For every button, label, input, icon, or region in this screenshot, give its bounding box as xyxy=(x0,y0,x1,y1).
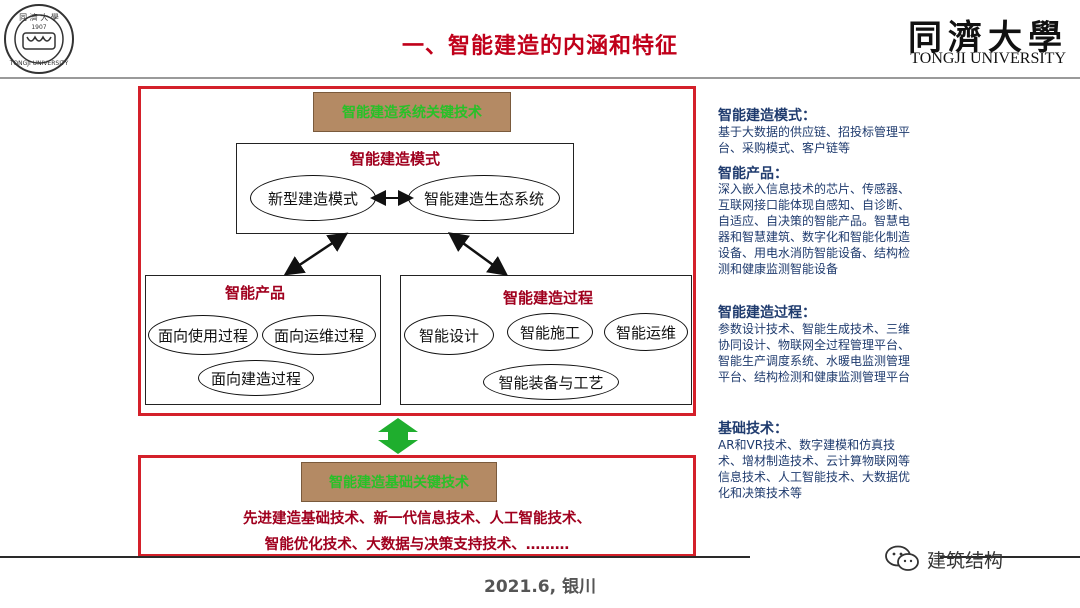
foundation-link-arrow xyxy=(378,418,418,454)
footer-date-location: 2021.6, 银川 xyxy=(484,577,596,597)
panel-heading-mode: 智能建造模式： xyxy=(718,108,816,124)
panel-body-process: 参数设计技术、智能生成技术、三维协同设计、物联网全过程管理平台、智能生产调度系统… xyxy=(718,322,911,384)
university-name-english: TONGJI UNIVERSITY xyxy=(910,50,1066,67)
svg-text:同 濟 大 學: 同 濟 大 學 xyxy=(19,12,59,22)
ecosystem-oval: 智能建造生态系统 xyxy=(408,175,560,221)
footer-divider-left xyxy=(0,556,750,558)
process-heading: 智能建造过程 xyxy=(503,289,594,307)
wechat-icon xyxy=(885,545,919,571)
panel-body-mode: 基于大数据的供应链、招投标管理平台、采购模式、客户链等 xyxy=(718,125,911,155)
university-name-logo: 同濟大學 xyxy=(908,18,1068,58)
footer-divider-right xyxy=(940,556,1080,558)
mode-to-process-arrow xyxy=(447,232,509,276)
university-seal-logo: 同 濟 大 學 1907 TONGJI UNIVERSITY xyxy=(3,3,75,75)
watermark-text: 建筑结构 xyxy=(927,549,1004,572)
product-heading: 智能产品 xyxy=(225,284,286,302)
svg-text:TONGJI UNIVERSITY: TONGJI UNIVERSITY xyxy=(9,60,69,67)
mode-heading: 智能建造模式 xyxy=(350,150,441,168)
svg-text:1907: 1907 xyxy=(31,24,46,31)
page-title: 一、智能建造的内涵和特征 xyxy=(401,34,678,59)
foundation-tech-tag: 智能建造基础关键技术 xyxy=(301,462,497,502)
operation-oval: 智能运维 xyxy=(604,313,688,351)
foundation-frame xyxy=(138,455,696,557)
panel-heading-foundation: 基础技术： xyxy=(718,421,788,437)
use-process-oval: 面向使用过程 xyxy=(148,315,258,355)
panel-body-foundation: AR和VR技术、数字建模和仿真技术、增材制造技术、云计算物联网等信息技术、人工智… xyxy=(718,438,911,500)
foundation-tech-line-2: 智能优化技术、大数据与决策支持技术、……… xyxy=(264,537,570,553)
equipment-oval: 智能装备与工艺 xyxy=(483,364,619,400)
panel-heading-product: 智能产品： xyxy=(718,166,788,182)
mode-to-product-arrow xyxy=(283,232,349,276)
new-mode-oval: 新型建造模式 xyxy=(250,175,376,221)
panel-heading-process: 智能建造过程： xyxy=(718,305,816,321)
om-process-oval: 面向运维过程 xyxy=(262,315,376,355)
construction-oval: 智能施工 xyxy=(507,313,593,351)
system-frame xyxy=(138,86,696,416)
panel-body-product: 深入嵌入信息技术的芯片、传感器、互联网接口能体现自感知、自诊断、自适应、自决策的… xyxy=(718,182,911,276)
foundation-tech-line-1: 先进建造基础技术、新一代信息技术、人工智能技术、 xyxy=(243,511,591,527)
build-process-oval: 面向建造过程 xyxy=(198,360,314,396)
header-divider xyxy=(0,77,1080,79)
watermark: 建筑结构 xyxy=(885,545,1003,573)
system-tech-tag: 智能建造系统关键技术 xyxy=(313,92,511,132)
design-oval: 智能设计 xyxy=(404,315,494,355)
